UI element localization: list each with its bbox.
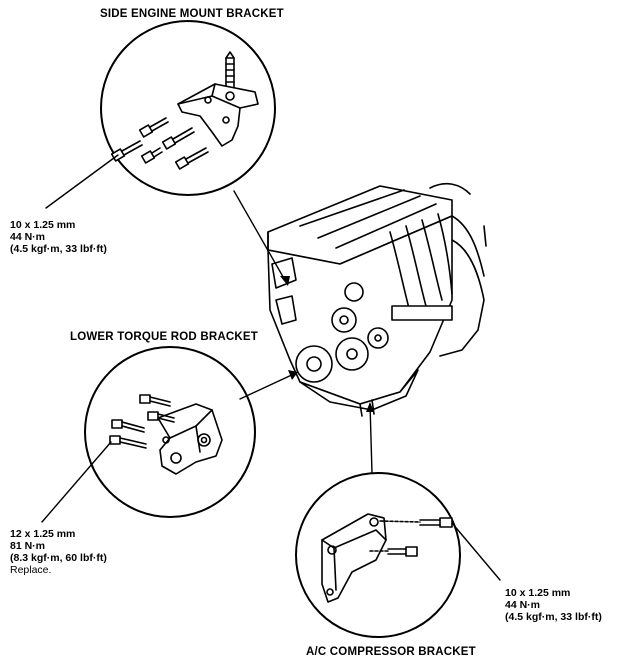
arrowheads bbox=[280, 276, 374, 412]
side-mount-bracket-drawing bbox=[110, 51, 259, 170]
lower-torque-title: LOWER TORQUE ROD BRACKET bbox=[70, 331, 258, 343]
replace-note: Replace. bbox=[10, 564, 52, 576]
torque-alt-label: (4.5 kgf·m, 33 lbf·ft) bbox=[10, 243, 107, 255]
bolt-size-label: 12 x 1.25 mm bbox=[10, 528, 76, 540]
leader-lines bbox=[41, 154, 501, 581]
torque-nm-label: 81 N·m bbox=[10, 540, 46, 552]
torque-nm-label: 44 N·m bbox=[505, 599, 541, 611]
lower-torque-torque-spec: 12 x 1.25 mm 81 N·m (8.3 kgf·m, 60 lbf·f… bbox=[10, 528, 107, 576]
side-mount-title: SIDE ENGINE MOUNT BRACKET bbox=[100, 8, 284, 20]
torque-alt-label: (4.5 kgf·m, 33 lbf·ft) bbox=[505, 611, 602, 623]
ac-compressor-title: A/C COMPRESSOR BRACKET bbox=[306, 646, 476, 658]
lower-torque-bracket-drawing bbox=[109, 394, 223, 475]
bolt-size-label: 10 x 1.25 mm bbox=[10, 219, 76, 231]
bolt-size-label: 10 x 1.25 mm bbox=[505, 587, 571, 599]
ac-compressor-torque-spec: 10 x 1.25 mm 44 N·m (4.5 kgf·m, 33 lbf·f… bbox=[505, 587, 602, 623]
side-mount-torque-spec: 10 x 1.25 mm 44 N·m (4.5 kgf·m, 33 lbf·f… bbox=[10, 219, 107, 255]
ac-compressor-bracket-drawing bbox=[321, 513, 453, 603]
ac-compressor-detail-circle bbox=[295, 472, 461, 638]
torque-nm-label: 44 N·m bbox=[10, 231, 46, 243]
engine-assembly-drawing bbox=[267, 182, 487, 417]
side-mount-detail-circle bbox=[100, 20, 276, 196]
lower-torque-detail-circle bbox=[84, 346, 256, 518]
torque-alt-label: (8.3 kgf·m, 60 lbf·ft) bbox=[10, 552, 107, 564]
